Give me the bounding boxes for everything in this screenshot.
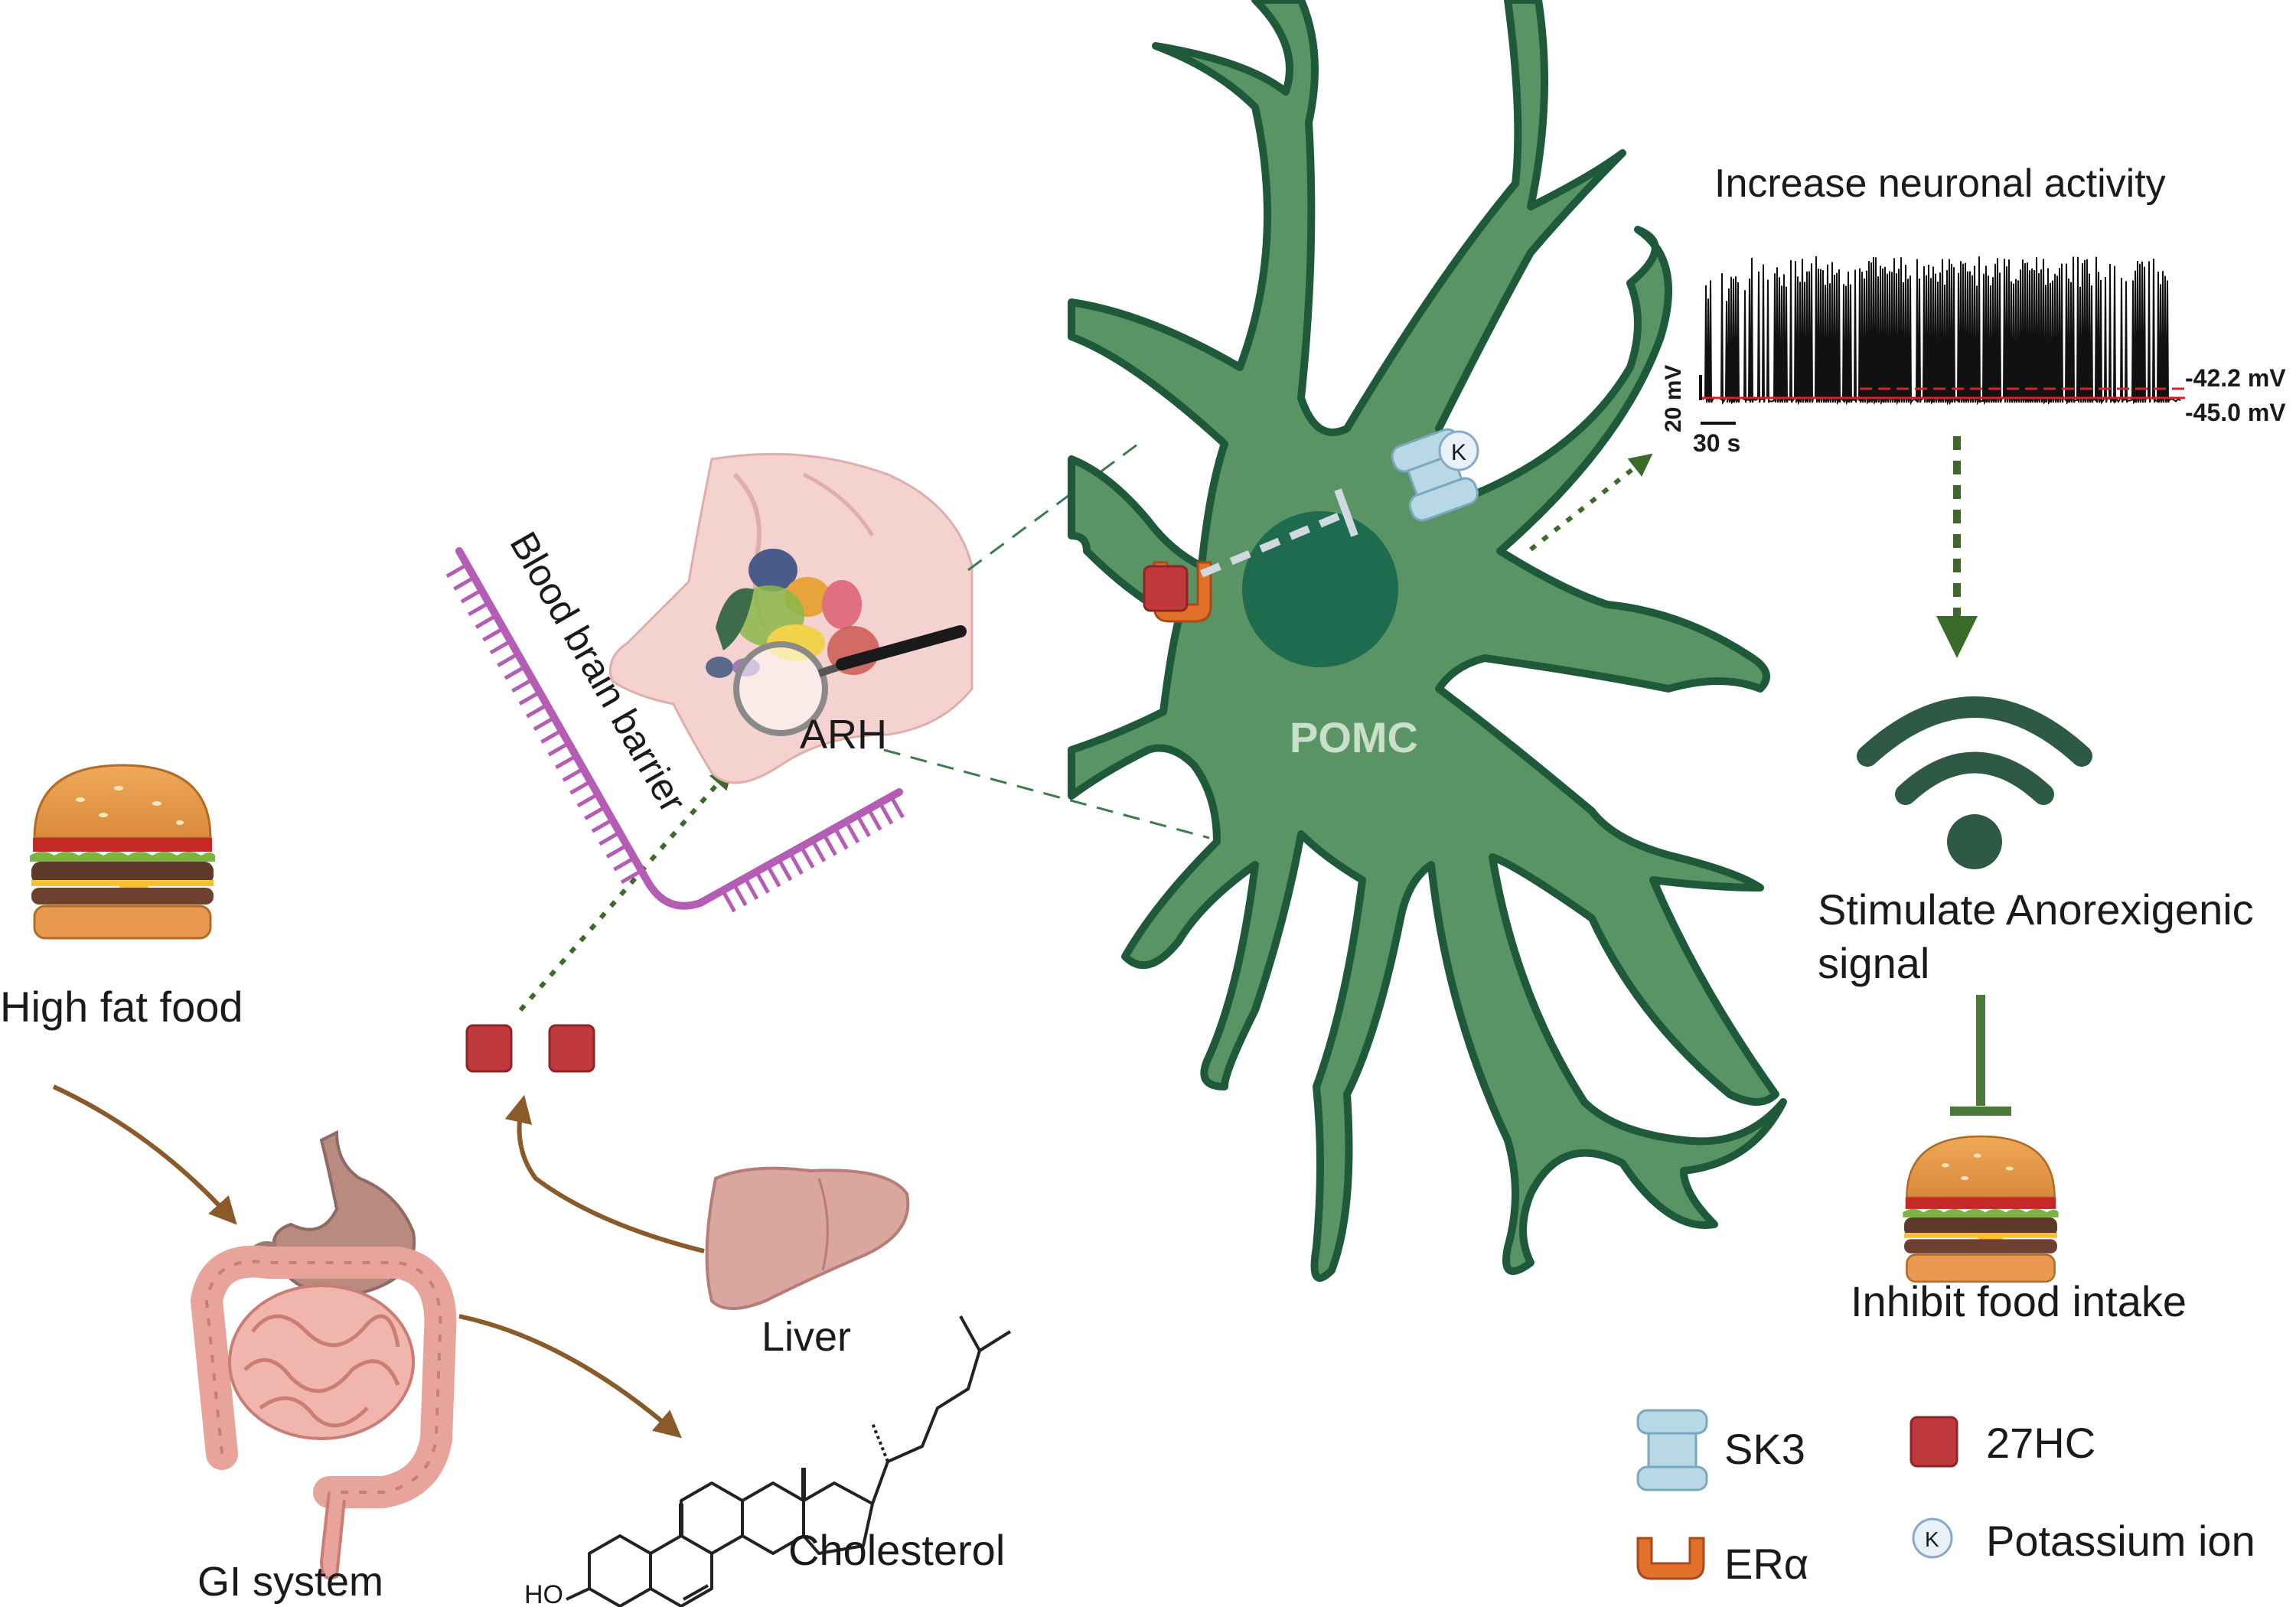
stimulate-label-line2: signal [1818,939,1929,987]
27hc-molecule-1 [465,1024,513,1073]
activity-to-signal-arrowhead [1936,616,1978,658]
potassium-ion-symbol: K [1451,440,1466,465]
liver-to-27hc-arrow [504,1094,705,1253]
ho-label: HO [524,1580,563,1607]
pomc-label: POMC [1290,713,1418,761]
legend-potassium-icon [1912,1517,1953,1559]
zoom-line-top [967,441,1141,572]
pomc-neuron-icon: K [1068,0,1787,1282]
liver-label: Liver [762,1314,851,1360]
legend: SK3 ERα 27HC K Potassium ion [1636,1409,2255,1588]
blood-brain-barrier-icon [445,547,905,913]
food-to-gi-arrow [52,1084,237,1225]
increase-activity-label: Increase neuronal activity [1714,161,2166,206]
legend-er-alpha-label: ERα [1724,1540,1808,1588]
burger-icon-small [1903,1135,2059,1283]
signal-icon [1857,696,2092,869]
legend-sk3-label: SK3 [1724,1425,1805,1473]
legend-27hc-label: 27HC [1986,1419,2095,1467]
legend-potassium-symbol: K [1925,1527,1939,1551]
gi-system-label: GI system [197,1559,383,1605]
legend-27hc-icon [1910,1416,1958,1468]
liver-icon [705,1166,910,1310]
high-fat-food-label: High fat food [0,983,243,1031]
gi-to-cholesterol-arrow [458,1314,682,1439]
level-high-label: -42.2 mV [2185,364,2286,392]
27hc-molecule-2 [548,1024,595,1073]
legend-er-alpha-icon [1636,1537,1705,1580]
hypothalamus-section-icon [609,452,974,784]
cholesterol-label: Cholesterol [788,1526,1005,1574]
level-low-label: -45.0 mV [2185,399,2286,426]
scale-voltage-label: 20 mV [1661,365,1686,432]
gi-system-icon [190,1129,457,1580]
zoom-line-bottom [883,748,1210,839]
action-potential-trace [1702,256,2181,406]
27hc-to-arh-arrow [518,765,733,1012]
inhibit-label: Inhibit food intake [1851,1277,2187,1325]
arh-label: ARH [800,712,887,758]
burger-icon [30,764,215,940]
stimulate-label-line1: Stimulate Anorexigenic [1818,885,2254,934]
trace-spikes [1702,256,2181,406]
cholesterol-structure-icon [566,1315,1012,1607]
scale-time-label: 30 s [1693,429,1740,457]
legend-sk3-icon [1636,1409,1708,1491]
legend-potassium-label: Potassium ion [1986,1517,2255,1565]
